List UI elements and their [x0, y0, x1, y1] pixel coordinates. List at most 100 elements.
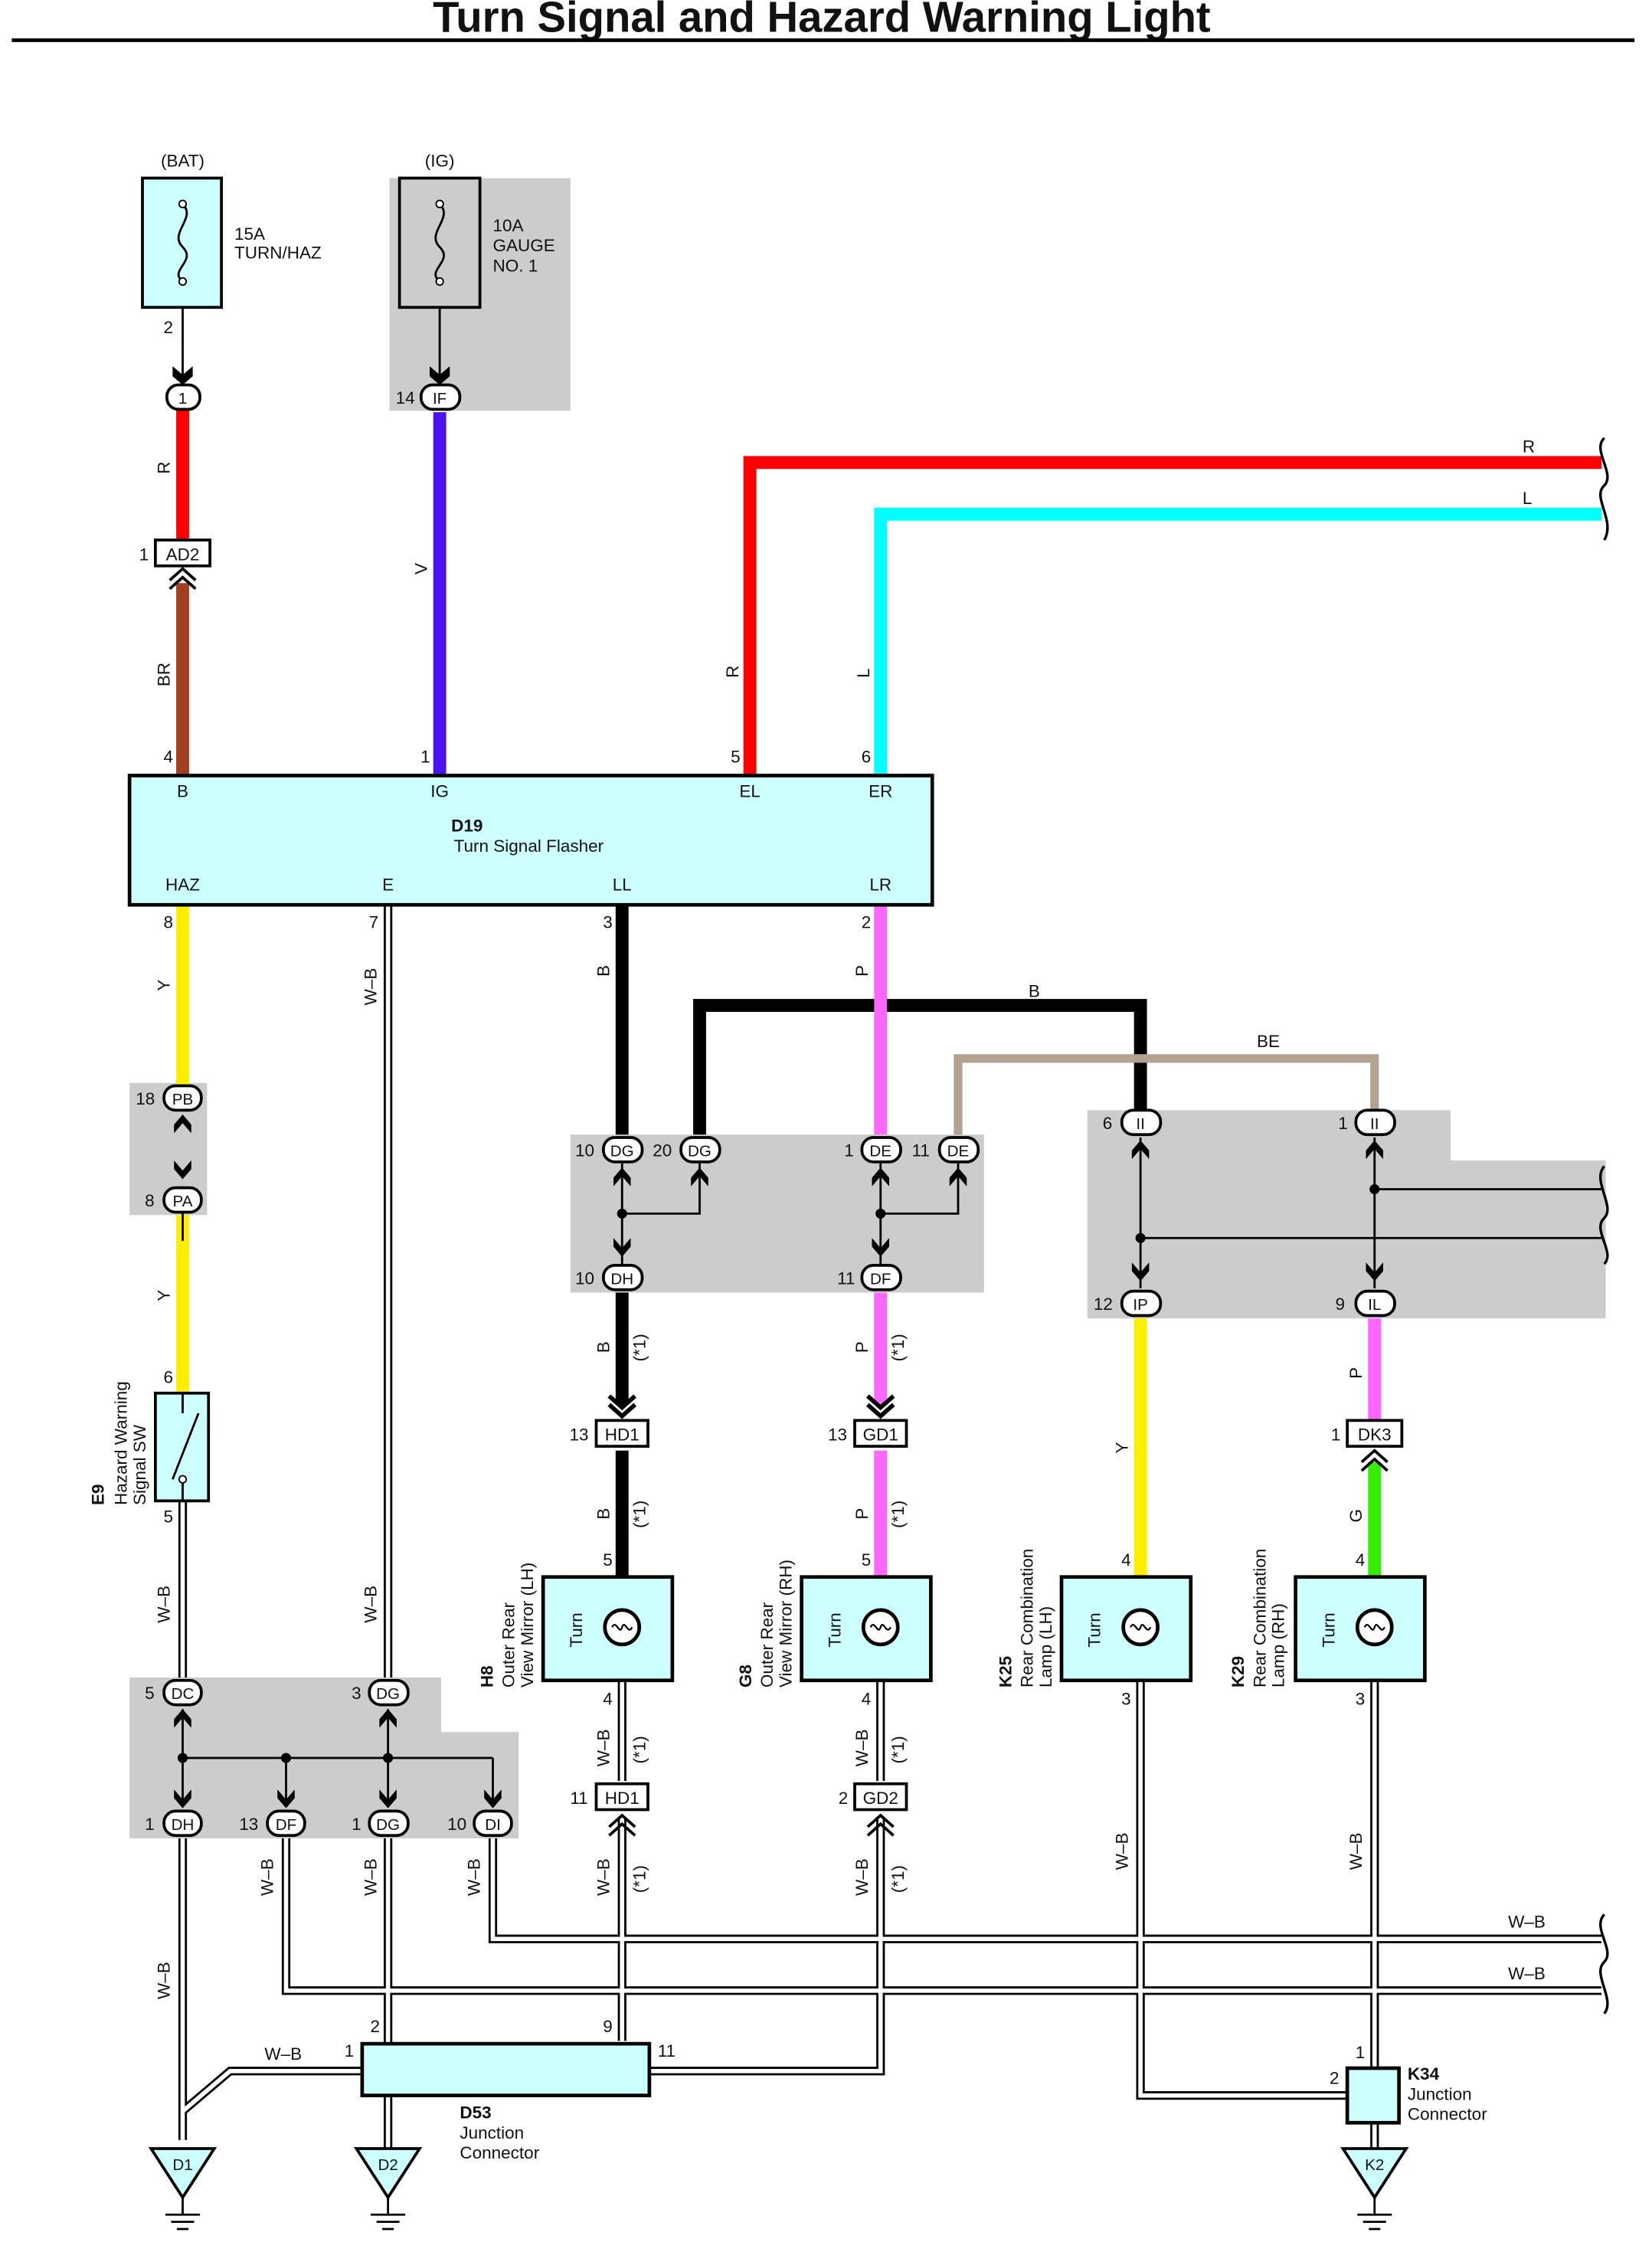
- svg-text:Connector: Connector: [460, 2143, 539, 2162]
- svg-text:P: P: [1346, 1367, 1366, 1379]
- svg-text:Outer Rear: Outer Rear: [757, 1602, 777, 1687]
- svg-text:(*1): (*1): [630, 1501, 649, 1528]
- svg-text:W–B: W–B: [155, 1962, 174, 1999]
- svg-text:2: 2: [862, 912, 872, 931]
- svg-text:18: 18: [136, 1089, 155, 1108]
- svg-text:W–B: W–B: [1112, 1832, 1131, 1870]
- svg-text:3: 3: [1121, 1690, 1131, 1709]
- hazard-switch-e9: 6 5 E9 Hazard Warning Signal SW: [88, 1368, 211, 1527]
- svg-text:10: 10: [575, 1141, 594, 1160]
- svg-text:(*1): (*1): [888, 1501, 908, 1528]
- svg-text:V: V: [411, 563, 430, 574]
- svg-text:2: 2: [839, 1789, 849, 1808]
- svg-text:4: 4: [1356, 1550, 1366, 1570]
- svg-text:13: 13: [239, 1815, 258, 1834]
- wires-colored: [176, 409, 1601, 1577]
- svg-text:3: 3: [352, 1684, 361, 1703]
- svg-text:14: 14: [396, 388, 415, 408]
- fuse2-name1: GAUGE: [493, 236, 555, 255]
- svg-text:1: 1: [145, 1815, 155, 1834]
- svg-text:DG: DG: [610, 1142, 634, 1160]
- svg-text:4: 4: [163, 748, 173, 767]
- svg-text:P: P: [852, 965, 872, 977]
- svg-text:Turn: Turn: [567, 1612, 586, 1647]
- svg-text:R: R: [155, 462, 174, 474]
- svg-text:13: 13: [828, 1426, 847, 1445]
- svg-text:11: 11: [912, 1141, 930, 1160]
- svg-text:1: 1: [420, 748, 430, 767]
- svg-text:View Mirror (RH): View Mirror (RH): [776, 1560, 795, 1687]
- svg-text:P: P: [852, 1341, 872, 1353]
- svg-text:5: 5: [145, 1684, 155, 1703]
- svg-text:Signal SW: Signal SW: [130, 1424, 149, 1505]
- svg-text:4: 4: [603, 1690, 613, 1709]
- svg-text:W–B: W–B: [361, 1858, 381, 1896]
- svg-text:II: II: [1370, 1115, 1379, 1133]
- svg-text:10: 10: [575, 1268, 594, 1288]
- conn-junction-right: II 6 II 1 IP 12 IL 9: [1094, 1108, 1396, 1317]
- connector-pills: 1 IF 14: [165, 366, 462, 411]
- lamp-k25: Turn 4 3 K25 Rear Combination Lamp (LH): [996, 1549, 1193, 1709]
- svg-text:6: 6: [1103, 1114, 1113, 1133]
- svg-text:W–B: W–B: [1508, 1912, 1546, 1931]
- svg-text:DG: DG: [688, 1142, 712, 1160]
- svg-text:W–B: W–B: [1508, 1964, 1546, 1983]
- svg-text:Turn: Turn: [1319, 1612, 1338, 1647]
- wire-breaks: [1599, 437, 1609, 2015]
- svg-text:12: 12: [1094, 1295, 1113, 1314]
- svg-text:Turn: Turn: [825, 1612, 844, 1647]
- svg-text:20: 20: [653, 1141, 672, 1160]
- wire-B-bridge: [693, 999, 1147, 1135]
- wire-L-ER: [874, 507, 1601, 776]
- svg-text:5: 5: [163, 1507, 173, 1527]
- conn-IF: IF 14: [396, 366, 462, 411]
- svg-text:Junction: Junction: [460, 2123, 524, 2142]
- conn-junction-upper: DG 10 DG 20 DE 1 DE 11 DH 10 DF 11: [575, 1136, 980, 1291]
- svg-text:GD1: GD1: [863, 1426, 898, 1445]
- svg-text:K2: K2: [1365, 2156, 1384, 2174]
- svg-text:Connector: Connector: [1408, 2105, 1487, 2124]
- svg-text:1: 1: [139, 545, 149, 564]
- conn-PB-PA: PB 18 PA 8: [136, 1084, 203, 1214]
- flasher-d19: B IG EL ER D19 Turn Signal Flasher HAZ E…: [127, 774, 934, 907]
- fuse-gauge: (IG) 10A GAUGE NO. 1: [397, 152, 555, 309]
- conn-1-top: 1: [165, 366, 201, 411]
- svg-text:W–B: W–B: [361, 968, 381, 1006]
- svg-text:3: 3: [603, 912, 613, 931]
- svg-text:W–B: W–B: [155, 1586, 174, 1623]
- svg-text:Y: Y: [155, 1290, 174, 1301]
- svg-text:1: 1: [178, 390, 187, 408]
- svg-text:DH: DH: [172, 1816, 195, 1834]
- svg-text:E9: E9: [88, 1484, 107, 1505]
- svg-text:W–B: W–B: [594, 1858, 613, 1896]
- flasher-pin-LR: LR: [869, 876, 891, 895]
- fuse2-amp: 10A: [493, 216, 524, 235]
- svg-text:1: 1: [1356, 2043, 1366, 2062]
- svg-text:K29: K29: [1228, 1656, 1248, 1687]
- svg-text:DI: DI: [485, 1816, 501, 1834]
- fuse2-name2: NO. 1: [493, 256, 538, 275]
- svg-text:9: 9: [603, 2017, 613, 2036]
- svg-text:1: 1: [1331, 1426, 1341, 1445]
- svg-text:B: B: [1029, 981, 1040, 1000]
- svg-text:D2: D2: [378, 2156, 397, 2174]
- svg-text:3: 3: [1356, 1690, 1366, 1709]
- svg-text:(*1): (*1): [630, 1736, 649, 1763]
- svg-text:1: 1: [352, 1815, 361, 1834]
- svg-text:(*1): (*1): [888, 1334, 908, 1361]
- flasher-pin-LL: LL: [613, 876, 632, 895]
- svg-text:W–B: W–B: [594, 1729, 613, 1766]
- svg-text:DG: DG: [376, 1685, 400, 1703]
- fuse1-name: TURN/HAZ: [234, 244, 322, 263]
- svg-text:W–B: W–B: [264, 2044, 302, 2064]
- wire-BE: [954, 1054, 1379, 1135]
- svg-text:Y: Y: [155, 980, 174, 991]
- svg-text:W–B: W–B: [361, 1586, 381, 1623]
- svg-text:1: 1: [345, 2041, 355, 2061]
- junction-d53: 1 2 9 11 D53 Junction Connector: [345, 2017, 676, 2162]
- conn-mirror-lower: HD1 11 GD2 2: [570, 1782, 908, 1837]
- flasher-pin-numbers: 4 1 5 6 8 7 3 2: [163, 748, 871, 932]
- fuse-turn-haz: (BAT) 15A TURN/HAZ 2: [141, 152, 322, 337]
- svg-text:P: P: [852, 1508, 872, 1520]
- svg-text:DG: DG: [376, 1816, 400, 1834]
